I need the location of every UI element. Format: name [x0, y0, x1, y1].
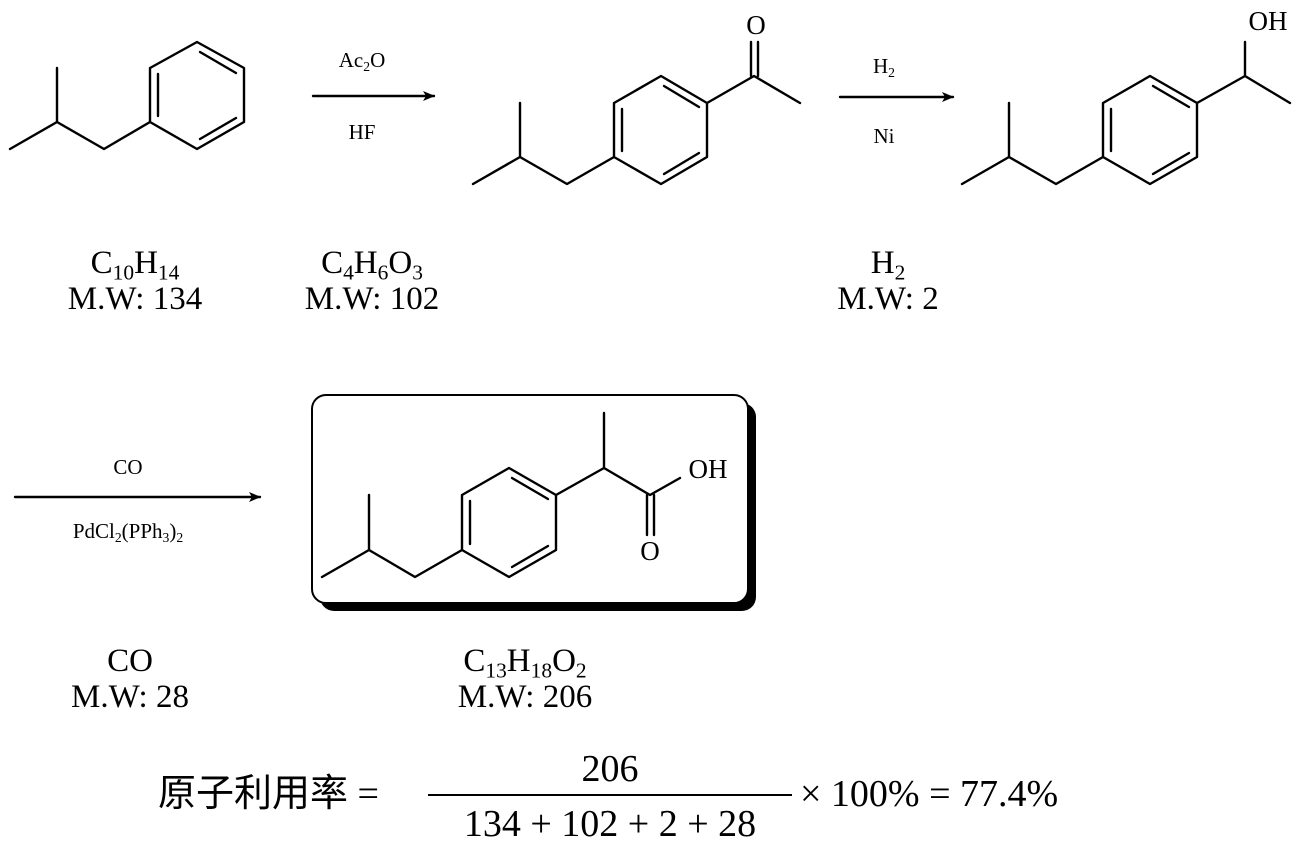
- reagent-ni: Ni: [873, 124, 895, 148]
- product-box: [311, 394, 749, 604]
- fraction-denominator: 134 + 102 + 2 + 28: [463, 803, 757, 845]
- compound-formula: CO: [107, 643, 153, 679]
- isobutylbenzene-structure: [8, 40, 246, 151]
- reagent-co: CO: [113, 455, 143, 479]
- compound-formula: C13H18O2: [463, 643, 587, 683]
- atom-economy-result: × 100% = 77.4%: [800, 773, 1059, 815]
- reagent-h2: H2: [873, 54, 895, 81]
- compound-formula: H2: [870, 245, 906, 285]
- compound-mw: M.W: 28: [71, 679, 189, 715]
- reagent-hf: HF: [348, 120, 376, 144]
- compound-formula: C4H6O3: [321, 245, 423, 285]
- ibuprofen-structure: [320, 411, 682, 579]
- compound-mw: M.W: 2: [837, 281, 939, 317]
- atom-ketone-o: O: [746, 10, 766, 40]
- compound-formula: C10H14: [90, 245, 180, 285]
- alcohol-intermediate-structure: [960, 40, 1292, 186]
- fraction-numerator: 206: [581, 748, 639, 790]
- isobutylacetophenone-structure: [471, 40, 802, 186]
- compound-mw: M.W: 134: [67, 281, 203, 317]
- atom-acid-oh: OH: [688, 454, 728, 484]
- atom-economy-label: 原子利用率 =: [158, 773, 379, 815]
- atom-alcohol-oh: OH: [1248, 6, 1288, 36]
- compound-mw: M.W: 206: [457, 679, 593, 715]
- reagent-ac2o: Ac2O: [338, 48, 386, 75]
- atom-acid-o: O: [640, 536, 660, 566]
- compound-mw: M.W: 102: [304, 281, 440, 317]
- reagent-pd-catalyst: PdCl2(PPh3)2: [72, 519, 184, 546]
